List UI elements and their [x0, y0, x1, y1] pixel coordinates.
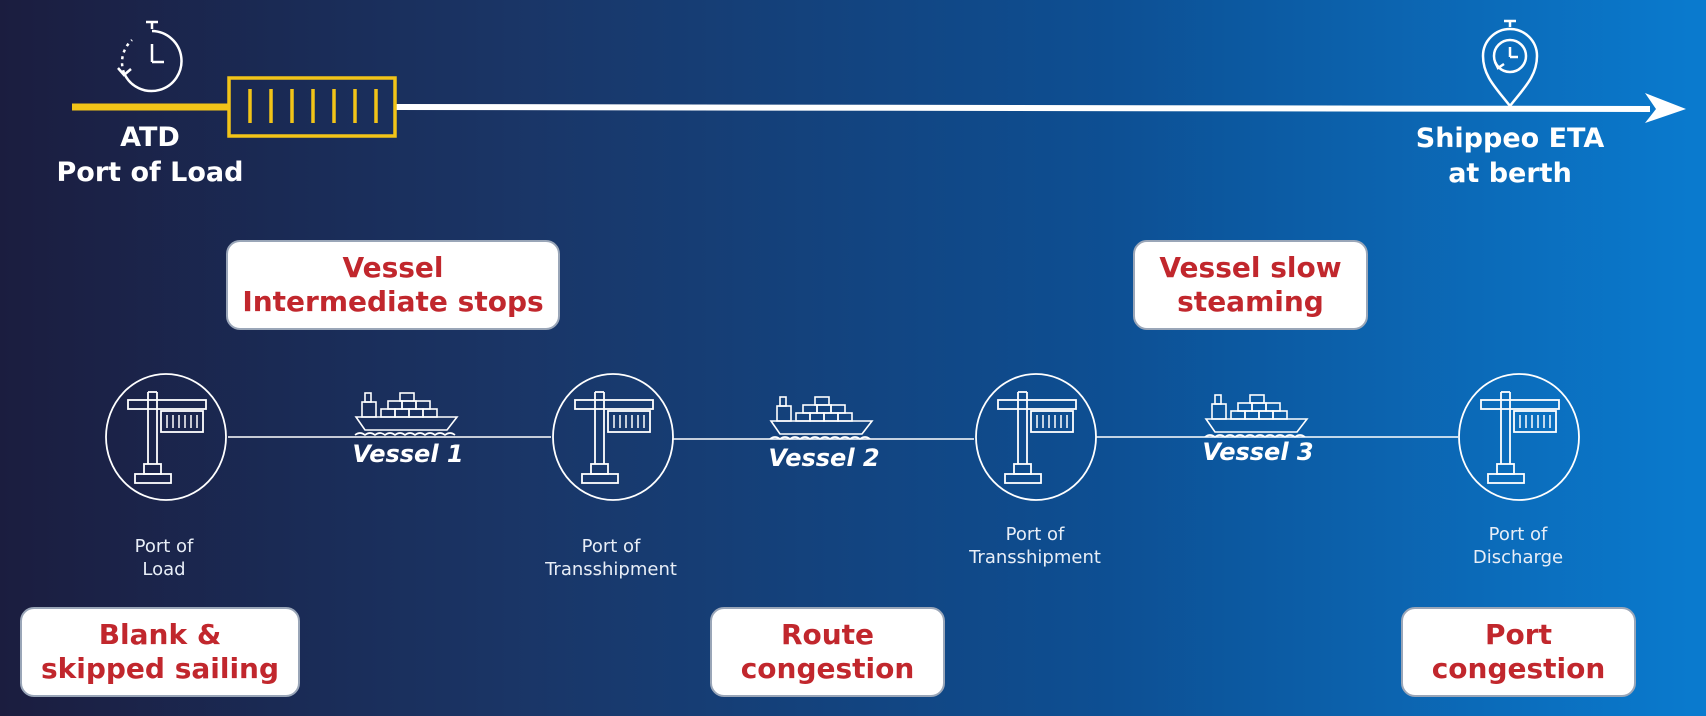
container-ship-icon — [354, 392, 459, 437]
vessel-label: Vessel 1 — [352, 440, 464, 468]
port-crane-icon — [1458, 373, 1580, 501]
container-ship-icon — [769, 396, 874, 441]
port-label: Port of Load — [134, 536, 194, 580]
stopwatch-refresh-icon — [117, 20, 183, 93]
callout-intermediate-stops: Vessel Intermediate stops — [226, 240, 560, 330]
callout-route-congestion: Route congestion — [710, 607, 945, 697]
end-label: Shippeo ETA at berth — [1415, 123, 1605, 189]
port-label: Port of Transshipment — [545, 536, 677, 580]
callout-port-congestion: Port congestion — [1401, 607, 1636, 697]
shipping-container-icon — [227, 76, 397, 138]
timeline-track — [72, 93, 1686, 123]
callout-slow-steaming: Vessel slow steaming — [1133, 240, 1368, 330]
timeline-arrowhead — [1645, 93, 1686, 123]
port-label: Port of Discharge — [1472, 524, 1564, 568]
port-crane-icon — [975, 373, 1097, 501]
vessel-label: Vessel 3 — [1202, 438, 1314, 466]
port-crane-icon — [552, 373, 674, 501]
location-pin-clock-icon — [1481, 19, 1539, 109]
port-crane-icon — [105, 373, 227, 501]
timeline-remaining-segment — [395, 104, 1651, 112]
container-ship-icon — [1204, 394, 1309, 439]
vessel-label: Vessel 2 — [768, 444, 880, 472]
callout-blank-sailing: Blank & skipped sailing — [20, 607, 300, 697]
port-label: Port of Transshipment — [969, 524, 1101, 568]
start-label: ATD Port of Load — [56, 122, 244, 188]
